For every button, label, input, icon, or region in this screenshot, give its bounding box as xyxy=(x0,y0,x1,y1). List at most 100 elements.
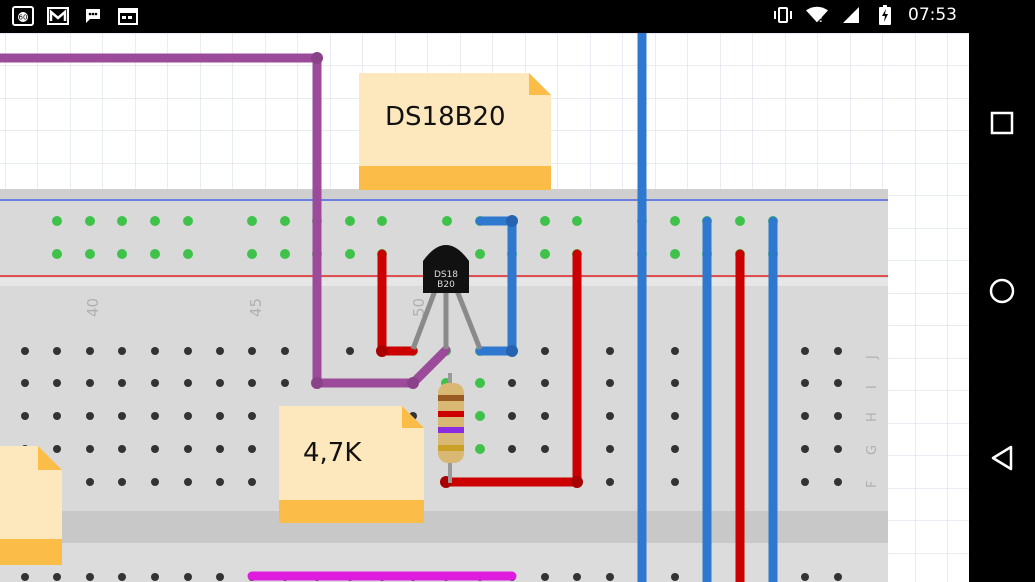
breadboard-hole[interactable] xyxy=(216,445,224,453)
breadboard-hole[interactable] xyxy=(118,478,126,486)
breadboard-hole[interactable] xyxy=(541,347,549,355)
breadboard-hole[interactable] xyxy=(86,573,94,581)
breadboard-hole[interactable] xyxy=(216,478,224,486)
breadboard-hole[interactable] xyxy=(184,573,192,581)
breadboard-hole[interactable] xyxy=(248,412,256,420)
breadboard-hole[interactable] xyxy=(834,478,842,486)
breadboard-hole[interactable] xyxy=(670,216,680,226)
breadboard-hole[interactable] xyxy=(475,378,485,388)
breadboard-hole[interactable] xyxy=(606,573,614,581)
breadboard-hole[interactable] xyxy=(248,379,256,387)
breadboard-hole[interactable] xyxy=(151,412,159,420)
breadboard-hole[interactable] xyxy=(281,379,289,387)
breadboard-hole[interactable] xyxy=(150,216,160,226)
note-resistor[interactable]: 4,7K xyxy=(279,406,424,523)
breadboard-hole[interactable] xyxy=(541,445,549,453)
breadboard-hole[interactable] xyxy=(86,478,94,486)
breadboard-hole[interactable] xyxy=(248,478,256,486)
breadboard-hole[interactable] xyxy=(834,412,842,420)
breadboard-hole[interactable] xyxy=(280,216,290,226)
breadboard-hole[interactable] xyxy=(53,412,61,420)
recent-apps-button[interactable] xyxy=(982,103,1022,143)
breadboard-hole[interactable] xyxy=(345,216,355,226)
breadboard-hole[interactable] xyxy=(151,478,159,486)
breadboard-hole[interactable] xyxy=(280,249,290,259)
breadboard-hole[interactable] xyxy=(475,444,485,454)
breadboard-hole[interactable] xyxy=(86,445,94,453)
breadboard-hole[interactable] xyxy=(671,412,679,420)
breadboard-hole[interactable] xyxy=(21,412,29,420)
breadboard-hole[interactable] xyxy=(216,379,224,387)
breadboard-hole[interactable] xyxy=(346,347,354,355)
breadboard-hole[interactable] xyxy=(21,573,29,581)
breadboard-hole[interactable] xyxy=(508,379,516,387)
wire-blue-upper[interactable] xyxy=(475,216,517,356)
breadboard-hole[interactable] xyxy=(801,445,809,453)
breadboard-hole[interactable] xyxy=(573,573,581,581)
breadboard-hole[interactable] xyxy=(281,347,289,355)
breadboard-hole[interactable] xyxy=(606,445,614,453)
breadboard-hole[interactable] xyxy=(606,412,614,420)
breadboard-hole[interactable] xyxy=(801,379,809,387)
breadboard-hole[interactable] xyxy=(541,412,549,420)
breadboard-hole[interactable] xyxy=(118,412,126,420)
breadboard-hole[interactable] xyxy=(834,573,842,581)
breadboard-hole[interactable] xyxy=(671,347,679,355)
breadboard-hole[interactable] xyxy=(247,249,257,259)
breadboard-hole[interactable] xyxy=(541,573,549,581)
breadboard-hole[interactable] xyxy=(85,249,95,259)
breadboard-hole[interactable] xyxy=(53,347,61,355)
breadboard-hole[interactable] xyxy=(118,347,126,355)
breadboard-hole[interactable] xyxy=(671,445,679,453)
breadboard-hole[interactable] xyxy=(735,216,745,226)
breadboard-hole[interactable] xyxy=(540,216,550,226)
note-offscreen[interactable] xyxy=(0,446,62,565)
breadboard-hole[interactable] xyxy=(151,573,159,581)
breadboard-hole[interactable] xyxy=(52,216,62,226)
breadboard-hole[interactable] xyxy=(606,347,614,355)
breadboard-hole[interactable] xyxy=(572,216,582,226)
breadboard-hole[interactable] xyxy=(606,478,614,486)
breadboard-hole[interactable] xyxy=(53,573,61,581)
breadboard-hole[interactable] xyxy=(86,347,94,355)
breadboard-hole[interactable] xyxy=(21,379,29,387)
breadboard-hole[interactable] xyxy=(183,249,193,259)
breadboard-hole[interactable] xyxy=(117,216,127,226)
breadboard-hole[interactable] xyxy=(834,445,842,453)
breadboard-hole[interactable] xyxy=(670,249,680,259)
breadboard-hole[interactable] xyxy=(53,379,61,387)
breadboard-hole[interactable] xyxy=(151,379,159,387)
breadboard-hole[interactable] xyxy=(671,478,679,486)
breadboard-hole[interactable] xyxy=(118,573,126,581)
resistor[interactable] xyxy=(438,373,464,483)
back-button[interactable] xyxy=(982,438,1022,478)
breadboard-hole[interactable] xyxy=(606,379,614,387)
breadboard-hole[interactable] xyxy=(834,379,842,387)
breadboard-hole[interactable] xyxy=(248,347,256,355)
breadboard-hole[interactable] xyxy=(118,445,126,453)
breadboard-hole[interactable] xyxy=(118,379,126,387)
breadboard-hole[interactable] xyxy=(52,249,62,259)
breadboard-hole[interactable] xyxy=(248,445,256,453)
breadboard-hole[interactable] xyxy=(834,347,842,355)
breadboard-hole[interactable] xyxy=(801,478,809,486)
breadboard-hole[interactable] xyxy=(183,216,193,226)
breadboard-hole[interactable] xyxy=(184,347,192,355)
breadboard-hole[interactable] xyxy=(86,379,94,387)
breadboard-hole[interactable] xyxy=(184,379,192,387)
breadboard-hole[interactable] xyxy=(541,379,549,387)
breadboard-hole[interactable] xyxy=(21,347,29,355)
breadboard-drawing[interactable]: 40 45 50 J I H G F xyxy=(0,33,969,582)
breadboard-hole[interactable] xyxy=(377,216,387,226)
breadboard-hole[interactable] xyxy=(442,216,452,226)
breadboard-hole[interactable] xyxy=(475,249,485,259)
breadboard-hole[interactable] xyxy=(671,379,679,387)
ds18b20-sensor[interactable]: DS18 B20 xyxy=(410,245,483,350)
breadboard-hole[interactable] xyxy=(150,249,160,259)
breadboard-hole[interactable] xyxy=(184,478,192,486)
breadboard-hole[interactable] xyxy=(86,412,94,420)
breadboard-hole[interactable] xyxy=(801,412,809,420)
breadboard-hole[interactable] xyxy=(540,249,550,259)
breadboard-hole[interactable] xyxy=(151,445,159,453)
home-button[interactable] xyxy=(982,271,1022,311)
